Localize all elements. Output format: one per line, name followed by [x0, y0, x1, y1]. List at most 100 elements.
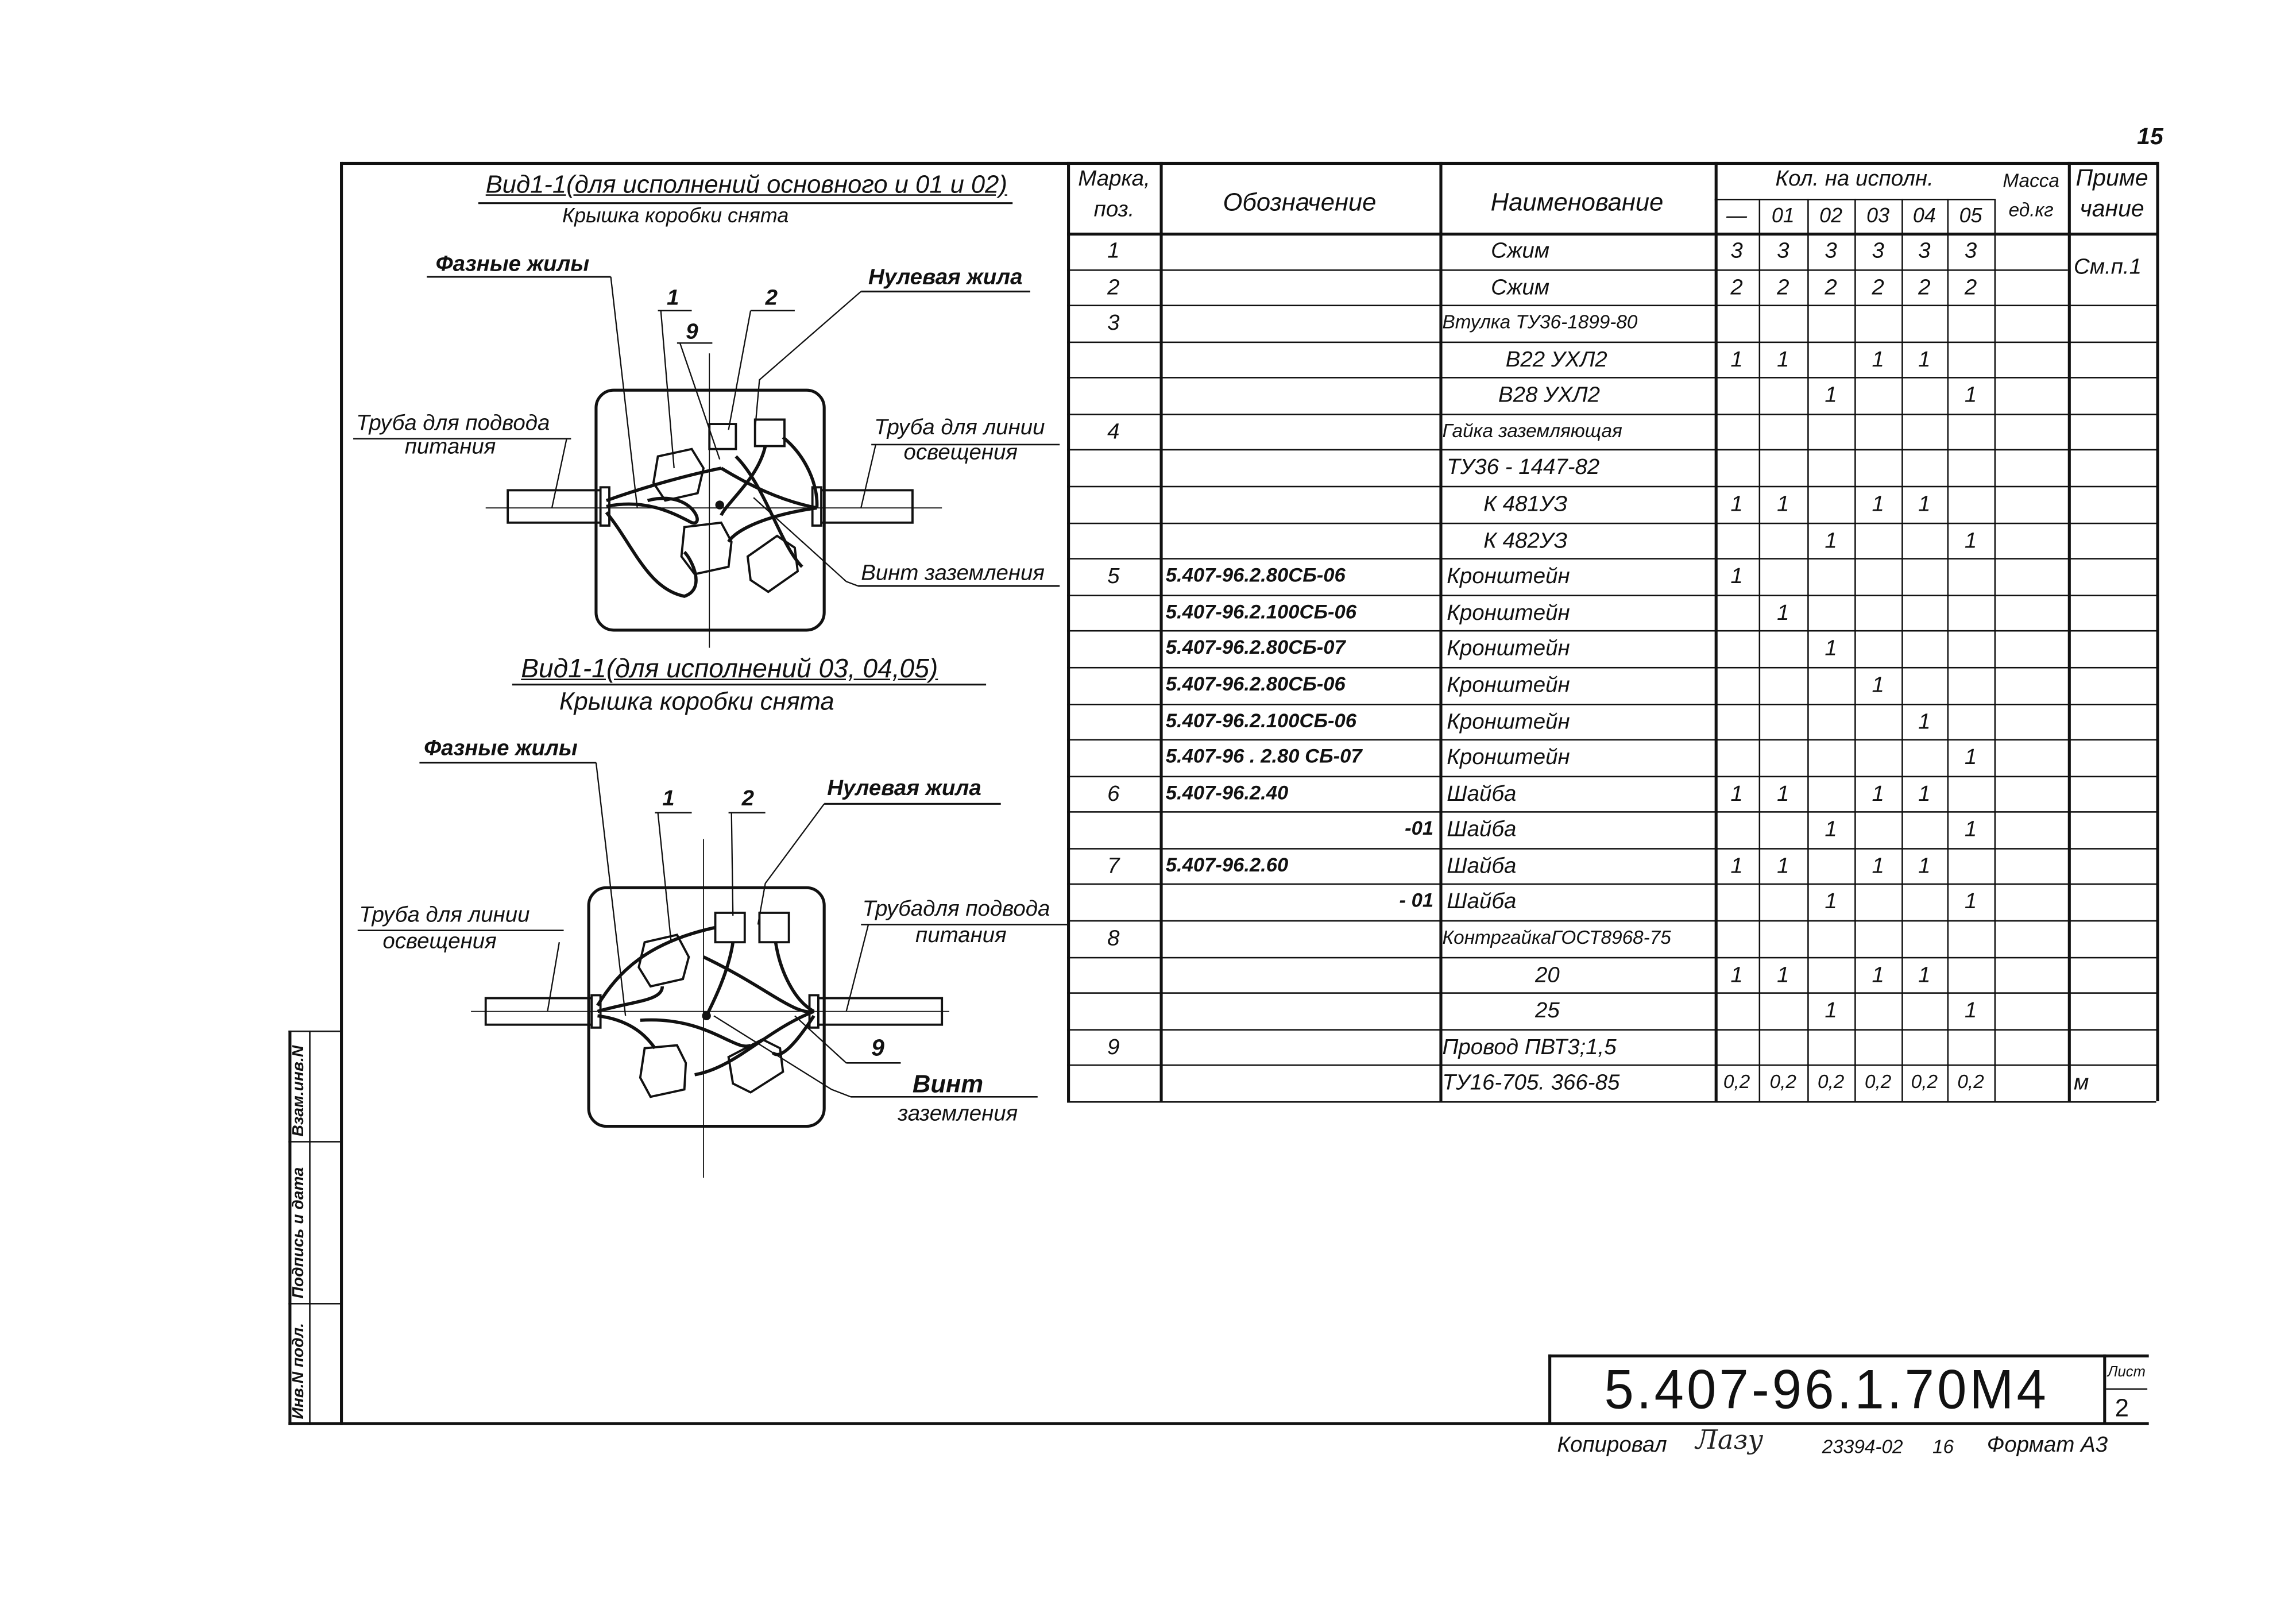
row-name: Кронштейн: [1447, 745, 1570, 770]
row-name: ТУ16-705. 366-85: [1442, 1070, 1620, 1096]
table-grid-line: [1067, 1064, 2156, 1067]
row-name: К 481УЗ: [1483, 492, 1568, 517]
view-a-pipe-right-2: освещения: [903, 440, 1018, 465]
row-designation: 5.407-96.2.80СБ-06: [1165, 673, 1346, 695]
row-designation: 5.407-96.2.40: [1165, 781, 1289, 804]
view-b-callout-1: 1: [662, 786, 675, 812]
row-qty: 0,2: [1957, 1070, 1984, 1093]
header-pos-line1: Марка,: [1078, 166, 1150, 192]
row-qty: 2: [1964, 275, 1977, 300]
row-qty: 1: [1777, 492, 1789, 517]
row-qty: 0,2: [1817, 1070, 1845, 1093]
row-name: Втулка ТУ36-1899-80: [1442, 311, 1638, 333]
row-qty: 1: [1918, 492, 1931, 517]
table-grid-line: [1067, 558, 2156, 560]
header-pos-line2: поз.: [1093, 197, 1135, 222]
row-name: ТУ36 - 1447-82: [1447, 456, 1600, 481]
row-name: Шайба: [1447, 854, 1517, 879]
row-qty: 1: [1730, 564, 1743, 589]
row-name: К 482УЗ: [1483, 528, 1568, 553]
row-qty: 1: [1872, 854, 1884, 879]
row-qty: 1: [1918, 347, 1931, 372]
row-name: Кронштейн: [1447, 564, 1570, 589]
row-qty: 1: [1825, 528, 1837, 553]
row-qty: 1: [1964, 745, 1977, 770]
row-qty: 1: [1730, 781, 1743, 807]
row-qty: 0,2: [1723, 1070, 1750, 1093]
header-qty-col: 02: [1819, 203, 1843, 227]
header-note-line1: Приме: [2075, 166, 2148, 192]
header-qty-col: 03: [1866, 203, 1890, 227]
row-qty: 1: [1964, 998, 1977, 1024]
table-grid-line: [1714, 198, 1994, 201]
table-grid-line: [1067, 268, 2068, 271]
view-a-callout-2: 2: [765, 286, 778, 311]
footer-copied: Копировал: [1557, 1432, 1667, 1458]
row-pos: 4: [1107, 419, 1120, 445]
row-qty: 1: [1825, 817, 1837, 843]
row-name: Кронштейн: [1447, 709, 1570, 734]
row-designation: 5.407-96 . 2.80 СБ-07: [1165, 745, 1362, 767]
row-name: Сжим: [1491, 275, 1550, 300]
table-grid-line: [1067, 666, 2156, 669]
table-grid-line: [1067, 232, 2156, 236]
row-designation: 5.407-96.2.100СБ-06: [1165, 709, 1357, 731]
view-b-pipe-left-1: Труба для линии: [359, 902, 530, 928]
row-qty: 2: [1777, 275, 1789, 300]
view-b-title: Вид1-1(для исполнений 03, 04,05): [521, 653, 938, 684]
view-a-callout-1: 1: [666, 286, 679, 311]
header-mass-line1: Масса: [2003, 169, 2059, 192]
view-a-pipe-left-1: Труба для подвода: [356, 411, 550, 436]
row-name: В22 УХЛ2: [1505, 347, 1607, 372]
view-a-phase-label: Фазные жилы: [435, 252, 590, 277]
row-qty: 1: [1918, 854, 1931, 879]
table-grid-line: [1067, 811, 2156, 813]
header-mass: Масса ед.кг: [1994, 171, 2068, 219]
row-name: Кронштейн: [1447, 600, 1570, 626]
view-a-callout-9: 9: [686, 319, 698, 345]
row-qty: 1: [1964, 528, 1977, 553]
row-designation: 5.407-96.2.80СБ-06: [1165, 564, 1346, 587]
row-qty: 1: [1777, 347, 1789, 372]
table-grid-line: [1067, 341, 2156, 343]
row-pos: 3: [1107, 311, 1120, 336]
row-qty: 2: [1872, 275, 1884, 300]
row-qty: 1: [1872, 492, 1884, 517]
row-pos: 9: [1107, 1035, 1120, 1060]
header-designation: Обозначение: [1223, 188, 1377, 217]
row-qty: 1: [1872, 673, 1884, 698]
row-designation: 5.407-96.2.60: [1165, 854, 1289, 876]
header-mass-line2: ед.кг: [2008, 198, 2054, 221]
header-note-line2: чание: [2079, 197, 2144, 222]
view-b-pipe-right-1: Трубадля подвода: [862, 896, 1050, 922]
row-designation: - 01: [1399, 890, 1434, 912]
row-qty: 1: [1918, 781, 1931, 807]
row-name: 25: [1535, 998, 1560, 1024]
row-qty: 1: [1777, 781, 1789, 807]
row-pos: 2: [1107, 275, 1120, 300]
table-grid-line: [1067, 884, 2156, 886]
table-grid-line: [1067, 413, 2156, 415]
sheet-number: 2: [2115, 1394, 2129, 1422]
row-name: КонтргайкаГОСТ8968-75: [1442, 926, 1671, 948]
header-name: Наименование: [1490, 188, 1664, 217]
header-qty-col: 05: [1959, 203, 1982, 227]
table-grid-line: [1067, 594, 2156, 596]
row-qty: 1: [1872, 962, 1884, 987]
view-a-neutral-label: Нулевая жила: [868, 265, 1023, 290]
table-grid-line: [1901, 198, 1904, 1101]
row-name: Гайка заземляющая: [1442, 419, 1622, 442]
row-qty: 3: [1872, 238, 1884, 264]
row-qty: 0,2: [1911, 1070, 1938, 1093]
row-qty: 1: [1872, 781, 1884, 807]
header-qty-col: —: [1726, 203, 1748, 227]
row-name: Провод ПВТ3;1,5: [1442, 1035, 1617, 1060]
table-grid-line: [1854, 198, 1857, 1101]
sheet-label: Лист: [2107, 1364, 2146, 1381]
row-qty: 1: [1825, 890, 1837, 915]
view-b-screw-label-2: заземления: [898, 1101, 1018, 1127]
row-name: В28 УХЛ2: [1498, 383, 1600, 408]
table-grid-line: [1758, 198, 1761, 1101]
